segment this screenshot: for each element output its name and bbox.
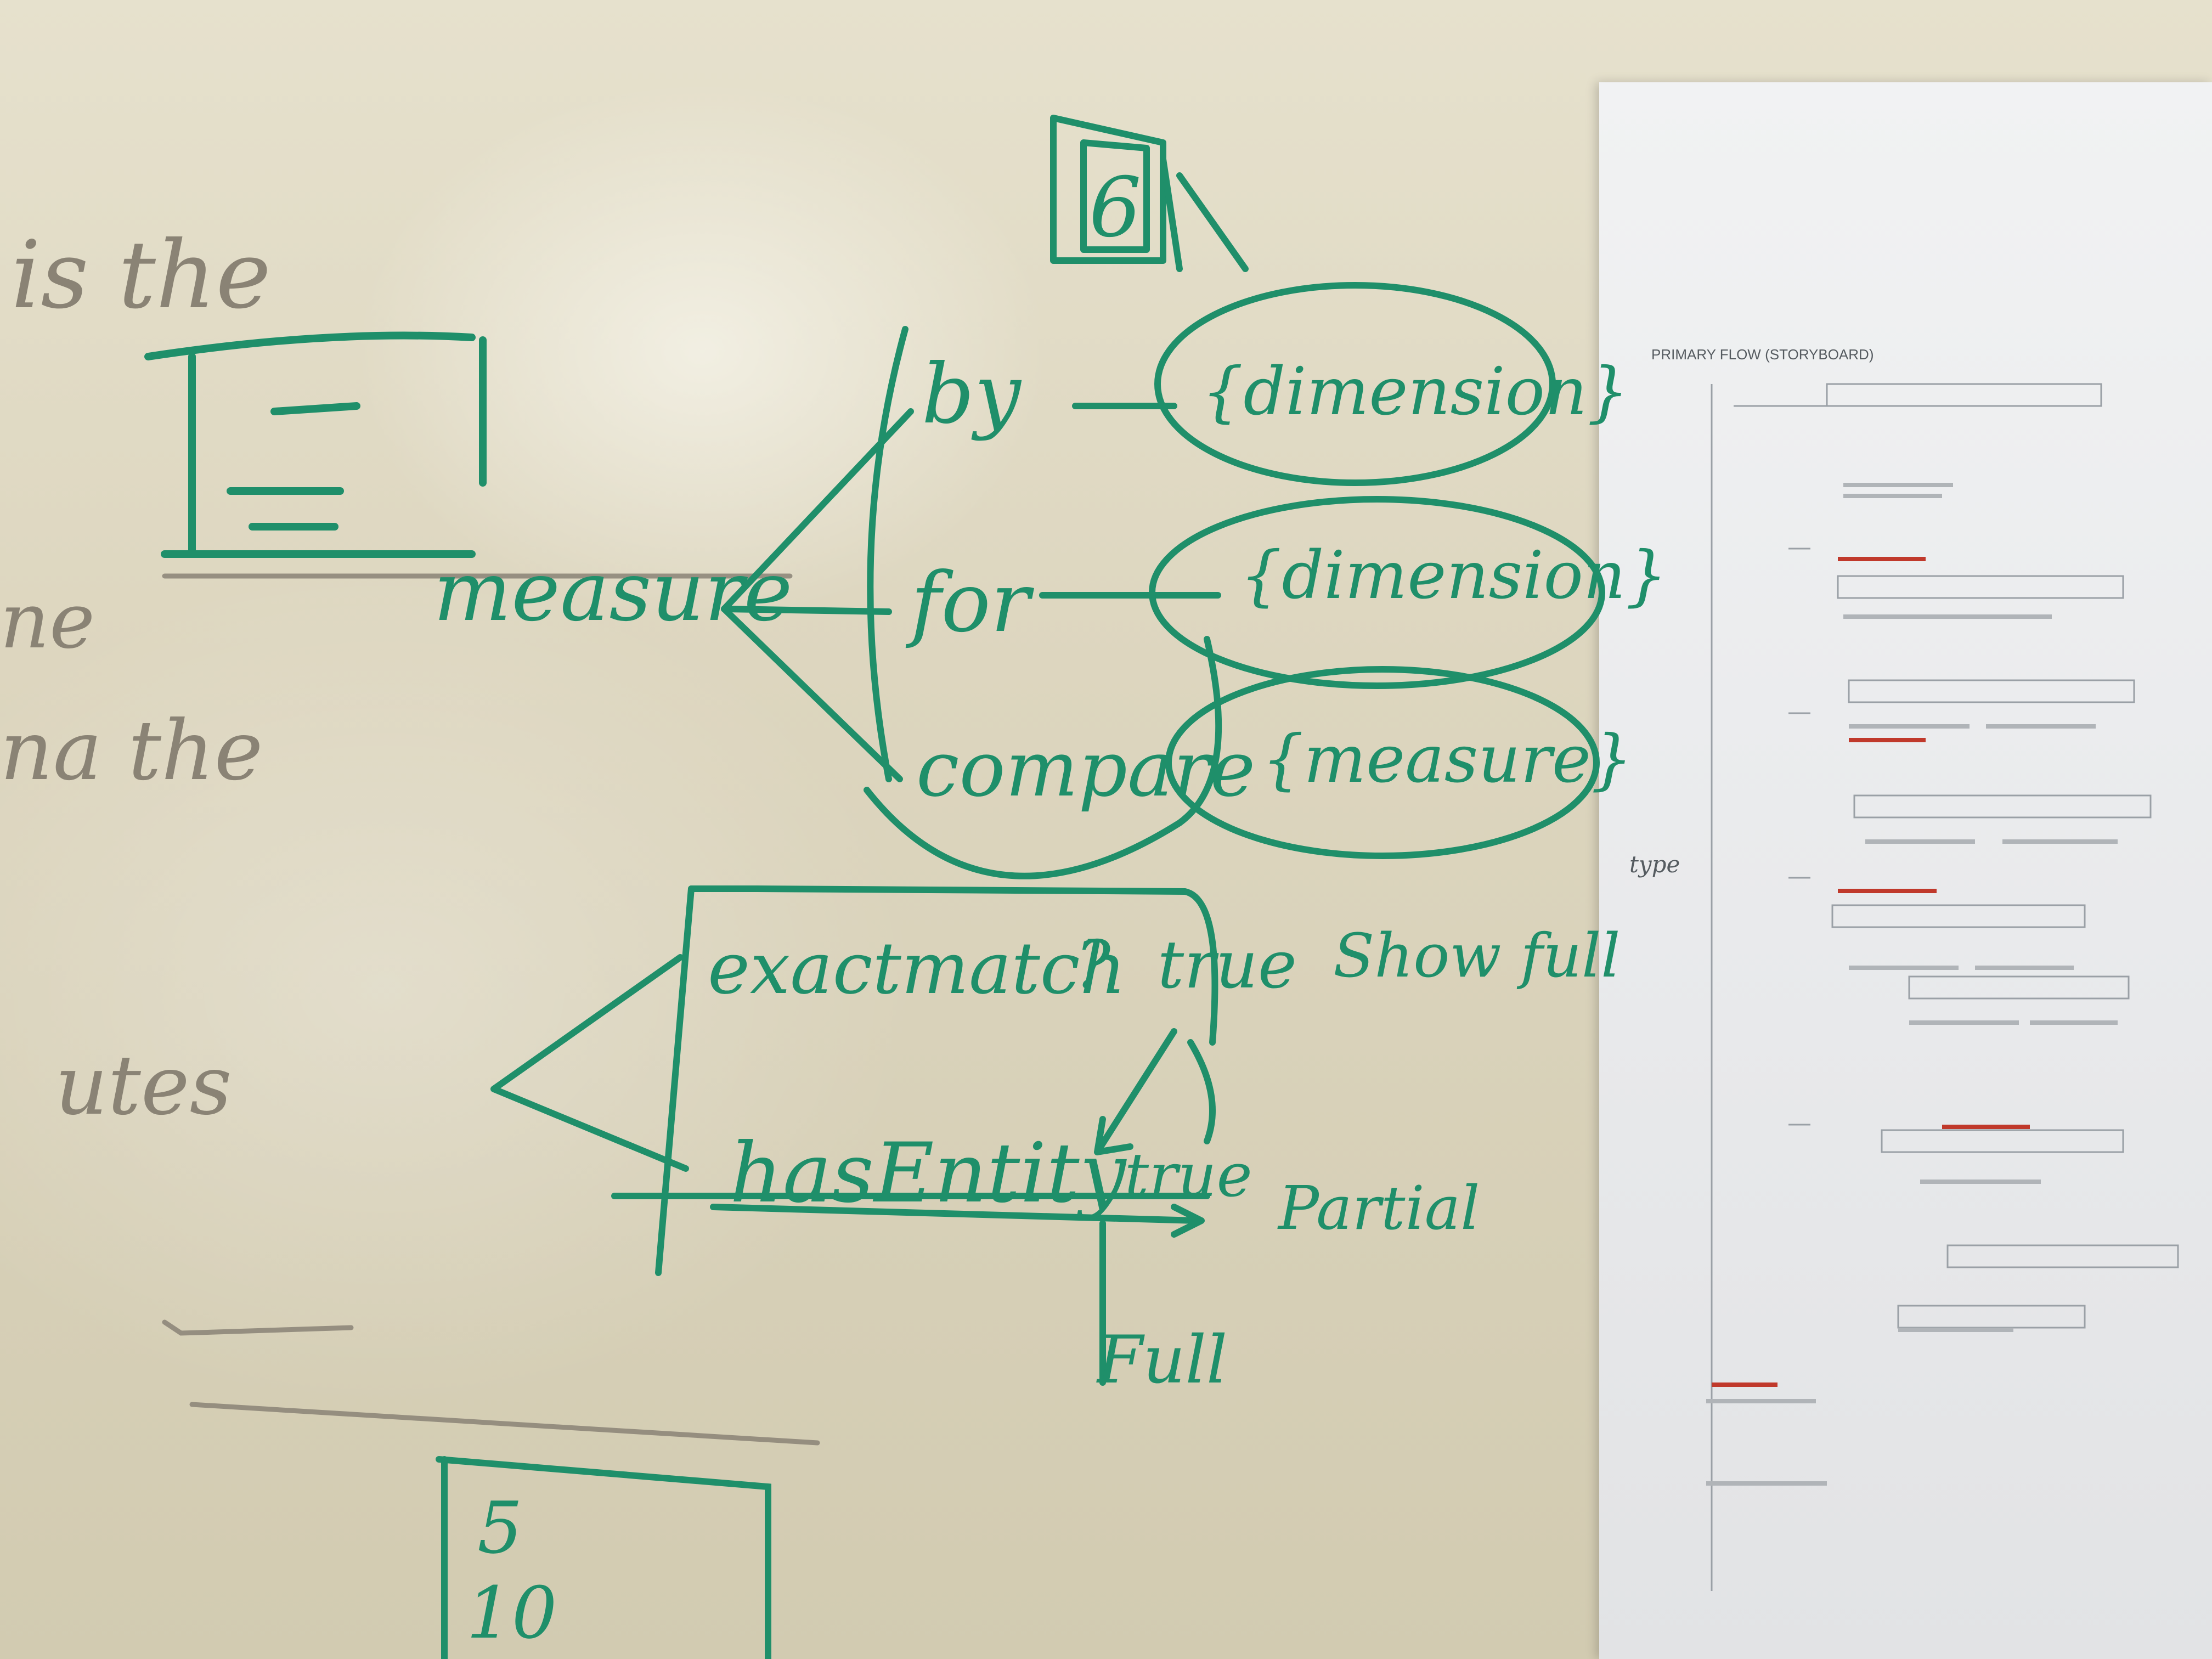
edge-to-compare (721, 606, 903, 782)
result-partial: Partial (1277, 1173, 1480, 1243)
paper-text-rows (1706, 483, 2118, 1486)
side-loop (1187, 1039, 1216, 1144)
result-arrow (1094, 1028, 1177, 1155)
oval-measure (1165, 666, 1600, 859)
bottom-box-top (436, 1456, 771, 1659)
bottom-value-10: 10 (466, 1571, 557, 1655)
logic-box-left (655, 885, 695, 1276)
faded-text-na-the: na the (0, 703, 263, 799)
doc-line-1 (270, 402, 360, 415)
faded-text-is-the: is the (11, 221, 271, 330)
bottom-value-5: 5 (477, 1486, 523, 1570)
six-box (1050, 115, 1166, 264)
cond-hasentity: hasEntity (730, 1126, 1127, 1221)
doc-box-top (144, 331, 476, 360)
branch-for: for (905, 555, 1035, 651)
paper-heading: PRIMARY FLOW (STORYBOARD) (1651, 346, 1874, 363)
target-dimension-2: {dimension} (1240, 538, 1667, 614)
cond-true-1: true (1158, 927, 1297, 1003)
k-strokes (1160, 156, 1249, 272)
target-measure: {measure} (1262, 721, 1633, 798)
logic-fork (490, 954, 689, 1172)
logic-box-top (688, 885, 1218, 1046)
bracket (867, 326, 909, 782)
paper-flow-lines (1711, 383, 2179, 1591)
logic-arrow-line (710, 1204, 1199, 1224)
faded-underline-bottom (189, 1402, 820, 1446)
result-full: Full (1096, 1322, 1227, 1398)
faded-scribble (162, 1319, 354, 1336)
six-inner-box (1080, 139, 1150, 253)
cond-exactmatch: exactmatch (708, 927, 1126, 1010)
logic-arrow-head (1171, 1204, 1205, 1238)
paper-red-notes (1712, 557, 2030, 1387)
cond-op: ? (1075, 927, 1111, 1003)
oval-dimension-1 (1154, 282, 1556, 486)
compare-loop (864, 636, 1222, 879)
faded-text-utes: utes (55, 1038, 232, 1133)
tree-root-measure: measure (433, 544, 793, 640)
branch-compare: compare (916, 725, 1255, 814)
result-show-full: Show full (1333, 921, 1620, 991)
branch-by: by (922, 347, 1022, 442)
faded-text-ne: ne (0, 577, 95, 666)
edge-to-for (721, 606, 892, 615)
target-dimension-1: {dimension} (1201, 354, 1629, 430)
oval-dimension-2 (1149, 496, 1605, 689)
six-label: 6 (1089, 160, 1141, 256)
pinned-paper-sheet (1599, 82, 2212, 1659)
cond-true-2: true (1125, 1140, 1252, 1210)
paper-handwritten-type: type (1629, 851, 1680, 878)
